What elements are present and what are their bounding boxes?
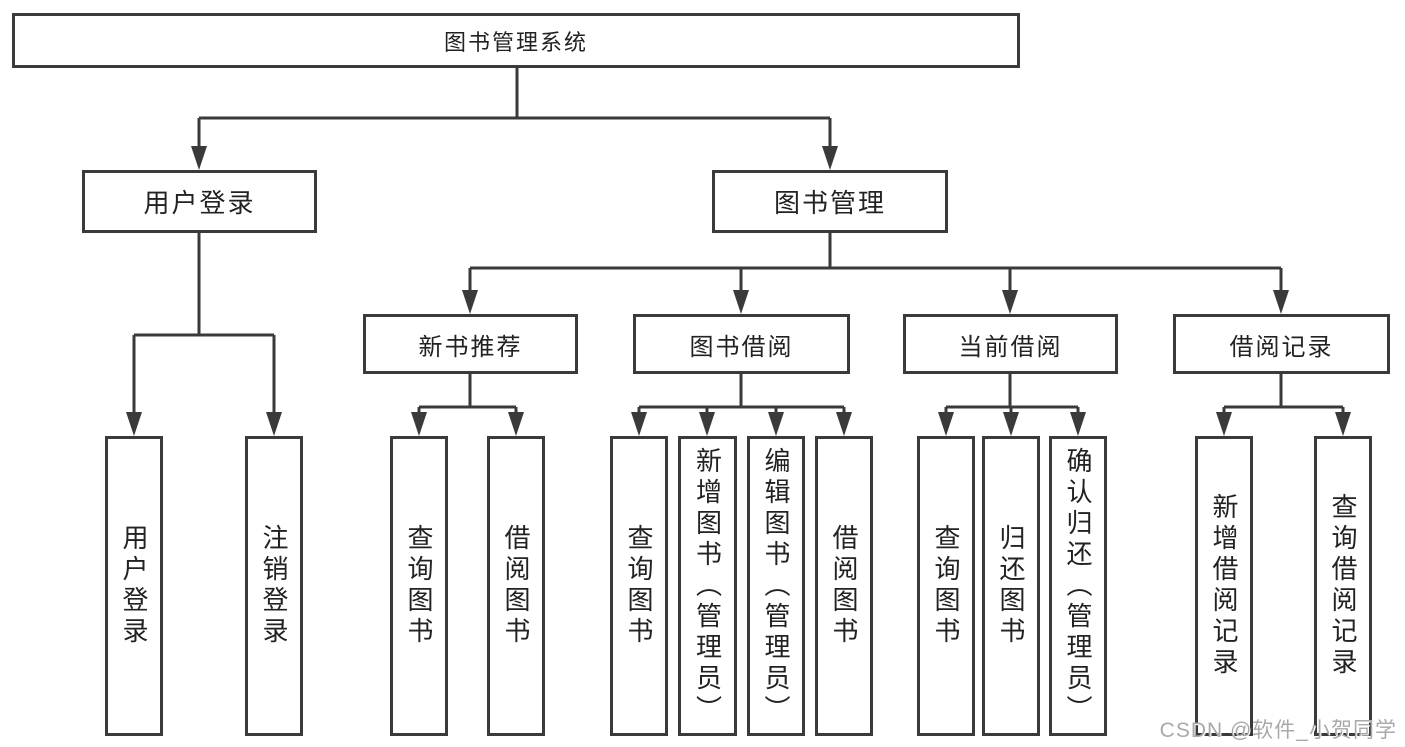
node-borrow-records-label: 借阅记录 — [1229, 333, 1334, 361]
edge-book-management-to-level3 — [462, 233, 1289, 314]
node-logout-leaf-label: 注销登录 — [259, 524, 289, 648]
node-borrow-add-books-admin-label: 新增图书（管理员） — [692, 446, 723, 726]
edge-new-book-recommend-to-leaves — [411, 374, 524, 436]
node-borrow-edit-books-admin: 编辑图书（管理员） — [747, 436, 805, 736]
node-new-book-recommend: 新书推荐 — [363, 314, 578, 374]
node-records-query-record-label: 查询借阅记录 — [1328, 493, 1358, 679]
node-user-login: 用户登录 — [82, 170, 317, 233]
node-current-query-books-label: 查询图书 — [931, 524, 961, 648]
node-current-confirm-return-admin-label: 确认归还（管理员） — [1063, 446, 1093, 726]
node-borrow-query-books: 查询图书 — [610, 436, 668, 736]
csdn-watermark: CSDN @软件_小贺同学 — [1159, 719, 1397, 742]
node-borrow-edit-books-admin-label: 编辑图书（管理员） — [761, 446, 791, 726]
node-book-borrow-label: 图书借阅 — [689, 333, 794, 361]
node-recommend-borrow-books: 借阅图书 — [487, 436, 545, 736]
node-current-confirm-return-admin: 确认归还（管理员） — [1049, 436, 1107, 736]
node-current-borrow: 当前借阅 — [903, 314, 1118, 374]
node-user-login-leaf: 用户登录 — [105, 436, 163, 736]
edge-root-to-level2 — [191, 68, 838, 170]
edge-user-login-to-leaves — [126, 233, 282, 436]
node-recommend-query-books: 查询图书 — [390, 436, 448, 736]
node-new-book-recommend-label: 新书推荐 — [418, 333, 523, 361]
node-logout-leaf: 注销登录 — [245, 436, 303, 736]
node-borrow-query-books-label: 查询图书 — [624, 524, 654, 648]
edge-book-borrow-to-leaves — [631, 374, 852, 436]
node-current-borrow-label: 当前借阅 — [958, 333, 1063, 361]
node-book-borrow: 图书借阅 — [633, 314, 850, 374]
node-current-query-books: 查询图书 — [917, 436, 975, 736]
edge-current-borrow-to-leaves — [938, 374, 1086, 436]
node-current-return-books-label: 归还图书 — [996, 524, 1026, 648]
node-book-management: 图书管理 — [712, 170, 948, 233]
node-borrow-add-books-admin: 新增图书（管理员） — [678, 436, 737, 736]
node-root: 图书管理系统 — [12, 13, 1020, 68]
node-recommend-query-books-label: 查询图书 — [404, 524, 434, 648]
node-borrow-borrow-books-label: 借阅图书 — [829, 524, 859, 648]
node-recommend-borrow-books-label: 借阅图书 — [501, 524, 531, 648]
node-borrow-records: 借阅记录 — [1173, 314, 1390, 374]
node-book-management-label: 图书管理 — [773, 188, 886, 218]
node-records-add-record-label: 新增借阅记录 — [1209, 493, 1239, 679]
node-borrow-borrow-books: 借阅图书 — [815, 436, 873, 736]
edge-borrow-records-to-leaves — [1216, 374, 1351, 436]
node-user-login-label: 用户登录 — [143, 188, 256, 218]
node-current-return-books: 归还图书 — [982, 436, 1040, 736]
node-records-add-record: 新增借阅记录 — [1195, 436, 1253, 736]
node-records-query-record: 查询借阅记录 — [1314, 436, 1372, 736]
node-user-login-leaf-label: 用户登录 — [119, 524, 149, 648]
node-root-label: 图书管理系统 — [443, 29, 588, 55]
